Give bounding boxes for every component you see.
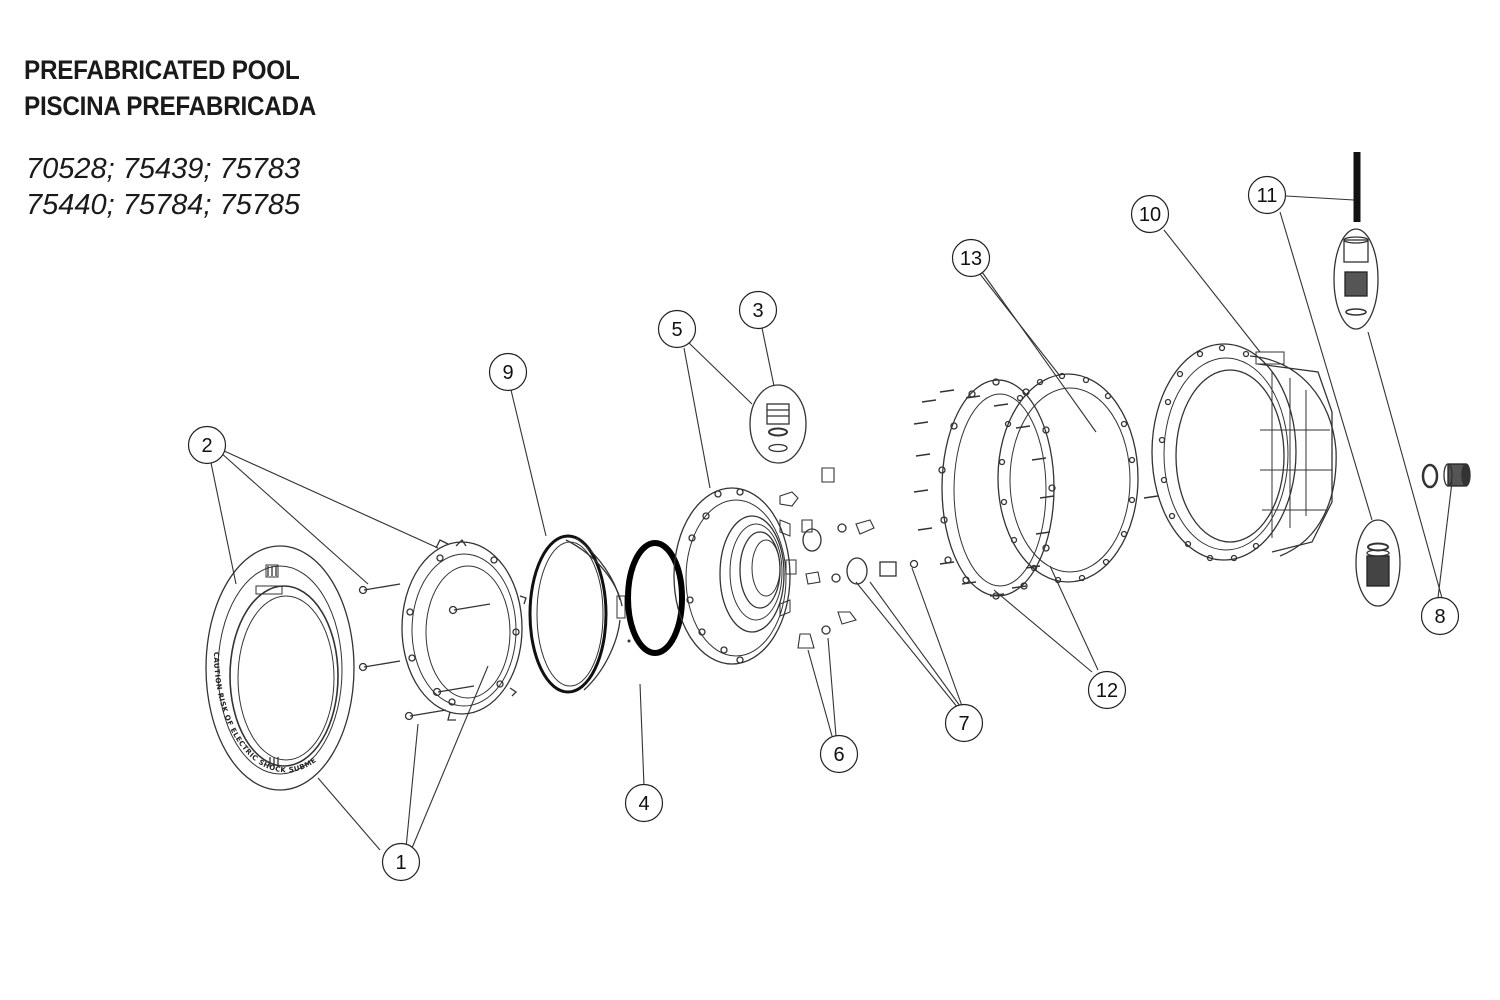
leader-lines (209, 195, 1453, 851)
callout-11: 11 (1247, 175, 1287, 215)
callout-3: 3 (738, 290, 778, 330)
callout-10: 10 (1130, 194, 1170, 234)
mounting-screws (358, 583, 491, 721)
product-codes-line-1: 70528; 75439; 75783 (26, 153, 301, 185)
callout-12: 12 (1087, 670, 1127, 710)
diagram-title: PREFABRICATED POOL PISCINA PREFABRICADA (24, 52, 349, 124)
svg-text:7: 7 (958, 713, 969, 735)
svg-text:2: 2 (201, 435, 212, 457)
svg-text:3: 3 (752, 300, 763, 322)
callout-8: 8 (1420, 596, 1460, 636)
product-codes: 70528; 75439; 75783 75440; 75784; 75785 (26, 151, 300, 223)
o-rings-and-nuts (802, 519, 919, 585)
gland-inset-lower (1355, 519, 1401, 607)
callout-2: 2 (187, 425, 227, 465)
conduit-inset (1333, 152, 1379, 330)
cable-gland-inset (749, 384, 807, 464)
svg-text:9: 9 (502, 362, 513, 384)
svg-text:6: 6 (833, 744, 844, 766)
product-codes-line-2: 75440; 75784; 75785 (26, 189, 301, 221)
title-spanish: PISCINA PREFABRICADA (24, 91, 317, 121)
callout-7: 7 (944, 703, 984, 743)
gasket-dot (627, 639, 631, 643)
title-english: PREFABRICATED POOL (24, 55, 300, 85)
gasket (625, 540, 685, 656)
svg-text:8: 8 (1434, 606, 1445, 628)
callout-9: 9 (488, 352, 528, 392)
lamp-housing (673, 487, 797, 665)
flange-bolts (913, 389, 1055, 597)
svg-text:5: 5 (671, 319, 682, 341)
clamp-ring (401, 538, 527, 721)
callout-6: 6 (819, 734, 859, 774)
svg-text:10: 10 (1139, 204, 1161, 226)
svg-text:4: 4 (638, 793, 649, 815)
callout-1: 1 (381, 842, 421, 882)
front-trim-ring (205, 545, 355, 791)
callout-4: 4 (624, 783, 664, 823)
niche-housing (1151, 343, 1337, 562)
svg-text:12: 12 (1096, 680, 1118, 702)
svg-text:11: 11 (1257, 185, 1278, 207)
front-flange (938, 378, 1056, 600)
svg-text:13: 13 (960, 248, 982, 270)
seal-gasket (997, 372, 1159, 584)
svg-text:1: 1 (395, 852, 406, 874)
callout-5: 5 (657, 309, 697, 349)
brackets (779, 467, 857, 649)
connector-fitting (1421, 463, 1471, 489)
lamp (528, 534, 626, 694)
callout-13: 13 (951, 238, 991, 278)
ring-caption: CAUTION RISK OF ELECTRIC SHOCK SUBMERGE … (0, 0, 318, 774)
